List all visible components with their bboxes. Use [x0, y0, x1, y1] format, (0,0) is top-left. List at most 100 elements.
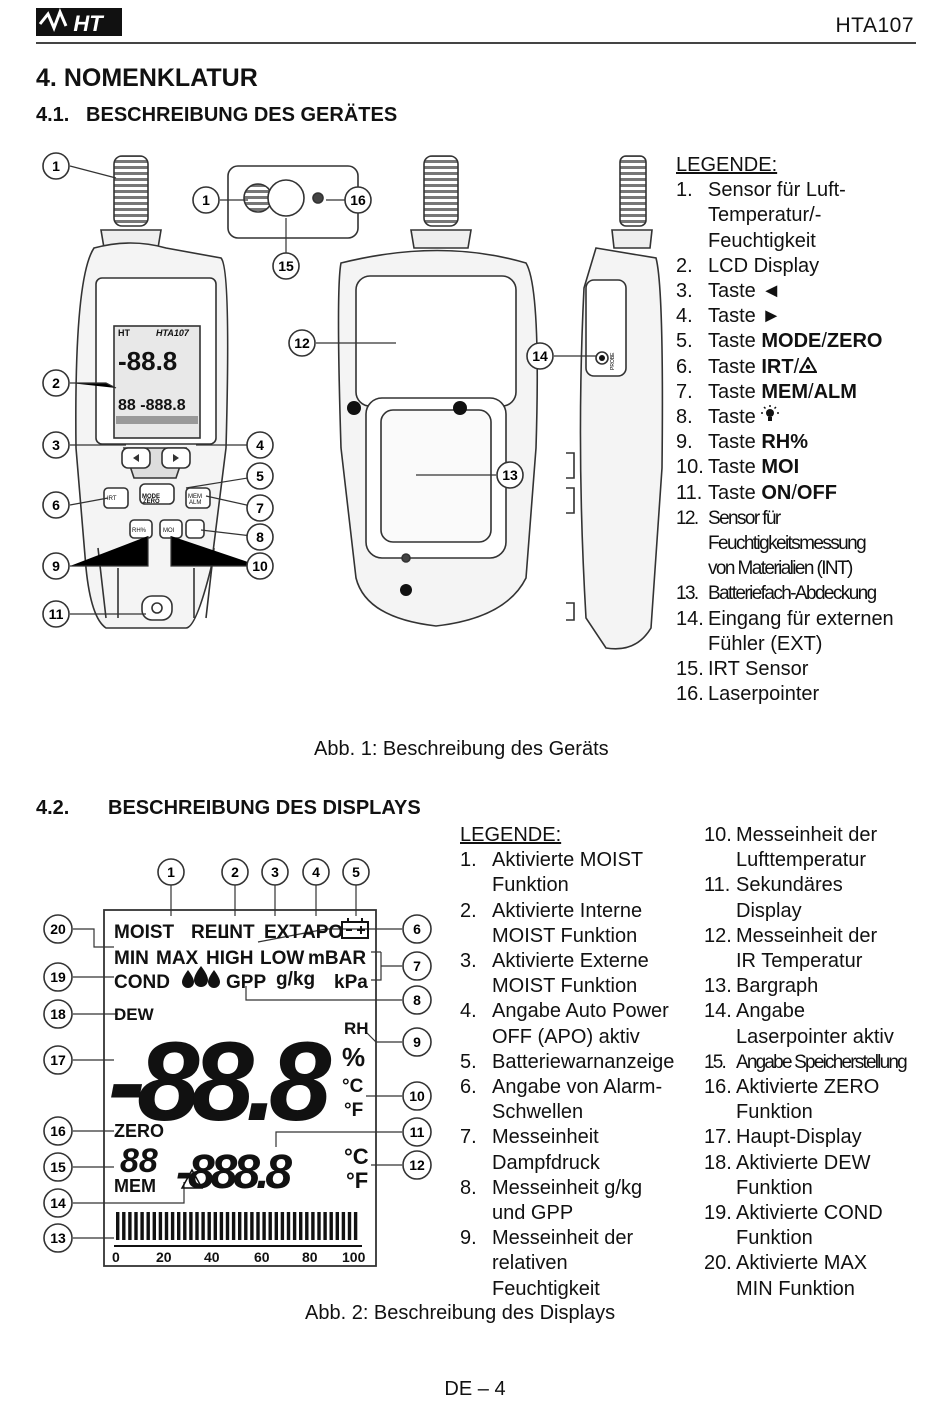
side-sensor-probe [619, 155, 647, 227]
bargraph-segment [134, 1212, 138, 1240]
bargraph-segment [353, 1212, 358, 1240]
svg-text:6: 6 [52, 497, 60, 513]
callout-12: 12 [288, 329, 316, 357]
bargraph-segment [219, 1212, 224, 1240]
callout-4: 4 [246, 431, 274, 459]
legend-device-item: 11.Taste ON/OFF [676, 481, 837, 504]
svg-text:ZERO: ZERO [114, 1121, 164, 1141]
bargraph-segment [329, 1212, 333, 1240]
bargraph [116, 1212, 358, 1240]
button-power [141, 595, 173, 621]
back-sensor-probe [423, 155, 459, 227]
ht-logo: HT [36, 6, 124, 38]
bar-scale-label: 60 [254, 1249, 270, 1265]
svg-text:MODE: MODE [142, 494, 160, 500]
bargraph-segment [268, 1212, 272, 1240]
legend-display-item: 5.Batteriewarnanzeige [460, 1050, 675, 1073]
legend-device-item: 4.Taste ► [676, 305, 782, 328]
svg-text:88 -888.8: 88 -888.8 [118, 397, 186, 414]
bargraph-segment [244, 1212, 248, 1240]
svg-text:16: 16 [50, 1123, 66, 1139]
lcd-callout-4: 4 [302, 858, 330, 886]
legend-device-item: 7.Taste MEM/ALM [676, 380, 857, 403]
svg-text:12: 12 [409, 1157, 425, 1173]
svg-text:14: 14 [532, 348, 548, 364]
svg-text:RH: RH [344, 1019, 369, 1038]
bargraph-segment [189, 1212, 193, 1240]
callout-16: 16 [344, 186, 372, 214]
front-sensor-probe [113, 155, 149, 227]
svg-text:APO: APO [302, 922, 343, 943]
lcd-callout-11: 11 [402, 1117, 432, 1147]
svg-text:13: 13 [502, 467, 518, 483]
lcd-callout-8: 8 [402, 985, 432, 1015]
bar-scale-label: 100 [342, 1249, 366, 1265]
legend-device-item: 10.Taste MOI [676, 456, 800, 479]
lcd-callout-1: 1 [157, 858, 185, 886]
bargraph-segment [213, 1212, 217, 1240]
water-drops-icon [182, 966, 220, 988]
bar-scale-label: 0 [112, 1249, 120, 1265]
svg-text:11: 11 [410, 1124, 425, 1140]
svg-text:15: 15 [278, 258, 294, 274]
svg-text:REL: REL [191, 922, 229, 943]
svg-text:MAX: MAX [156, 948, 199, 969]
legend-device-item: 5.Taste MODE/ZERO [676, 330, 883, 353]
lcd-callout-12: 12 [402, 1150, 432, 1180]
bargraph-segment [201, 1212, 205, 1240]
callout-1-top: 1 [192, 186, 220, 214]
svg-text:MIN: MIN [114, 948, 149, 969]
legend-display-title: LEGENDE: [460, 824, 562, 846]
bargraph-segment [152, 1212, 156, 1240]
svg-text:17: 17 [50, 1052, 66, 1068]
lcd-callout-13: 13 [43, 1223, 73, 1253]
bargraph-segment [305, 1212, 309, 1240]
legend-display-item: 13.Bargraph [704, 975, 819, 998]
svg-text:MEM: MEM [114, 1176, 156, 1196]
bargraph-segment [195, 1212, 199, 1240]
bargraph-segment [183, 1212, 187, 1240]
bargraph-segment [299, 1212, 303, 1240]
legend-display-item: 6.Angabe von Alarm-Schwellen [460, 1076, 663, 1124]
lcd-callout-15: 15 [43, 1152, 73, 1182]
svg-text:20: 20 [50, 921, 66, 937]
legend-device-item: 3.Taste ◄ [676, 280, 782, 303]
figure2-caption: Abb. 2: Beschreibung des Displays [305, 1302, 616, 1324]
svg-text:5: 5 [352, 864, 360, 880]
bar-scale-label: 20 [156, 1249, 172, 1265]
svg-text:6: 6 [413, 921, 421, 937]
lcd-callout-9: 9 [402, 1027, 432, 1057]
legend-device-item: 16.Laserpointer [676, 683, 820, 706]
lcd-callout-2: 2 [221, 858, 249, 886]
bargraph-segment [238, 1212, 242, 1240]
svg-text:COND: COND [114, 972, 170, 993]
svg-text:19: 19 [50, 969, 66, 985]
svg-text:°C: °C [342, 1076, 364, 1097]
callout-6: 6 [42, 491, 70, 519]
legend-device-item: 13.Batteriefach-Abdeckung [676, 583, 877, 605]
svg-text:10: 10 [252, 558, 268, 574]
lcd-callout-16: 16 [43, 1116, 73, 1146]
svg-text:kPa: kPa [334, 972, 368, 993]
svg-text:9: 9 [413, 1034, 421, 1050]
svg-text:°F: °F [344, 1100, 363, 1121]
legend-display-item: 15.Angabe Speicherstellung [704, 1051, 908, 1073]
callout-8: 8 [246, 523, 274, 551]
svg-text:ZERO: ZERO [143, 499, 160, 505]
lcd-callout-17: 17 [43, 1045, 73, 1075]
svg-text:1: 1 [202, 192, 210, 208]
svg-text:14: 14 [50, 1195, 66, 1211]
bargraph-segment [317, 1212, 321, 1240]
section-title: 4. NOMENKLATUR [36, 64, 258, 92]
svg-text:°C: °C [344, 1144, 369, 1169]
bargraph-segment [140, 1212, 144, 1240]
